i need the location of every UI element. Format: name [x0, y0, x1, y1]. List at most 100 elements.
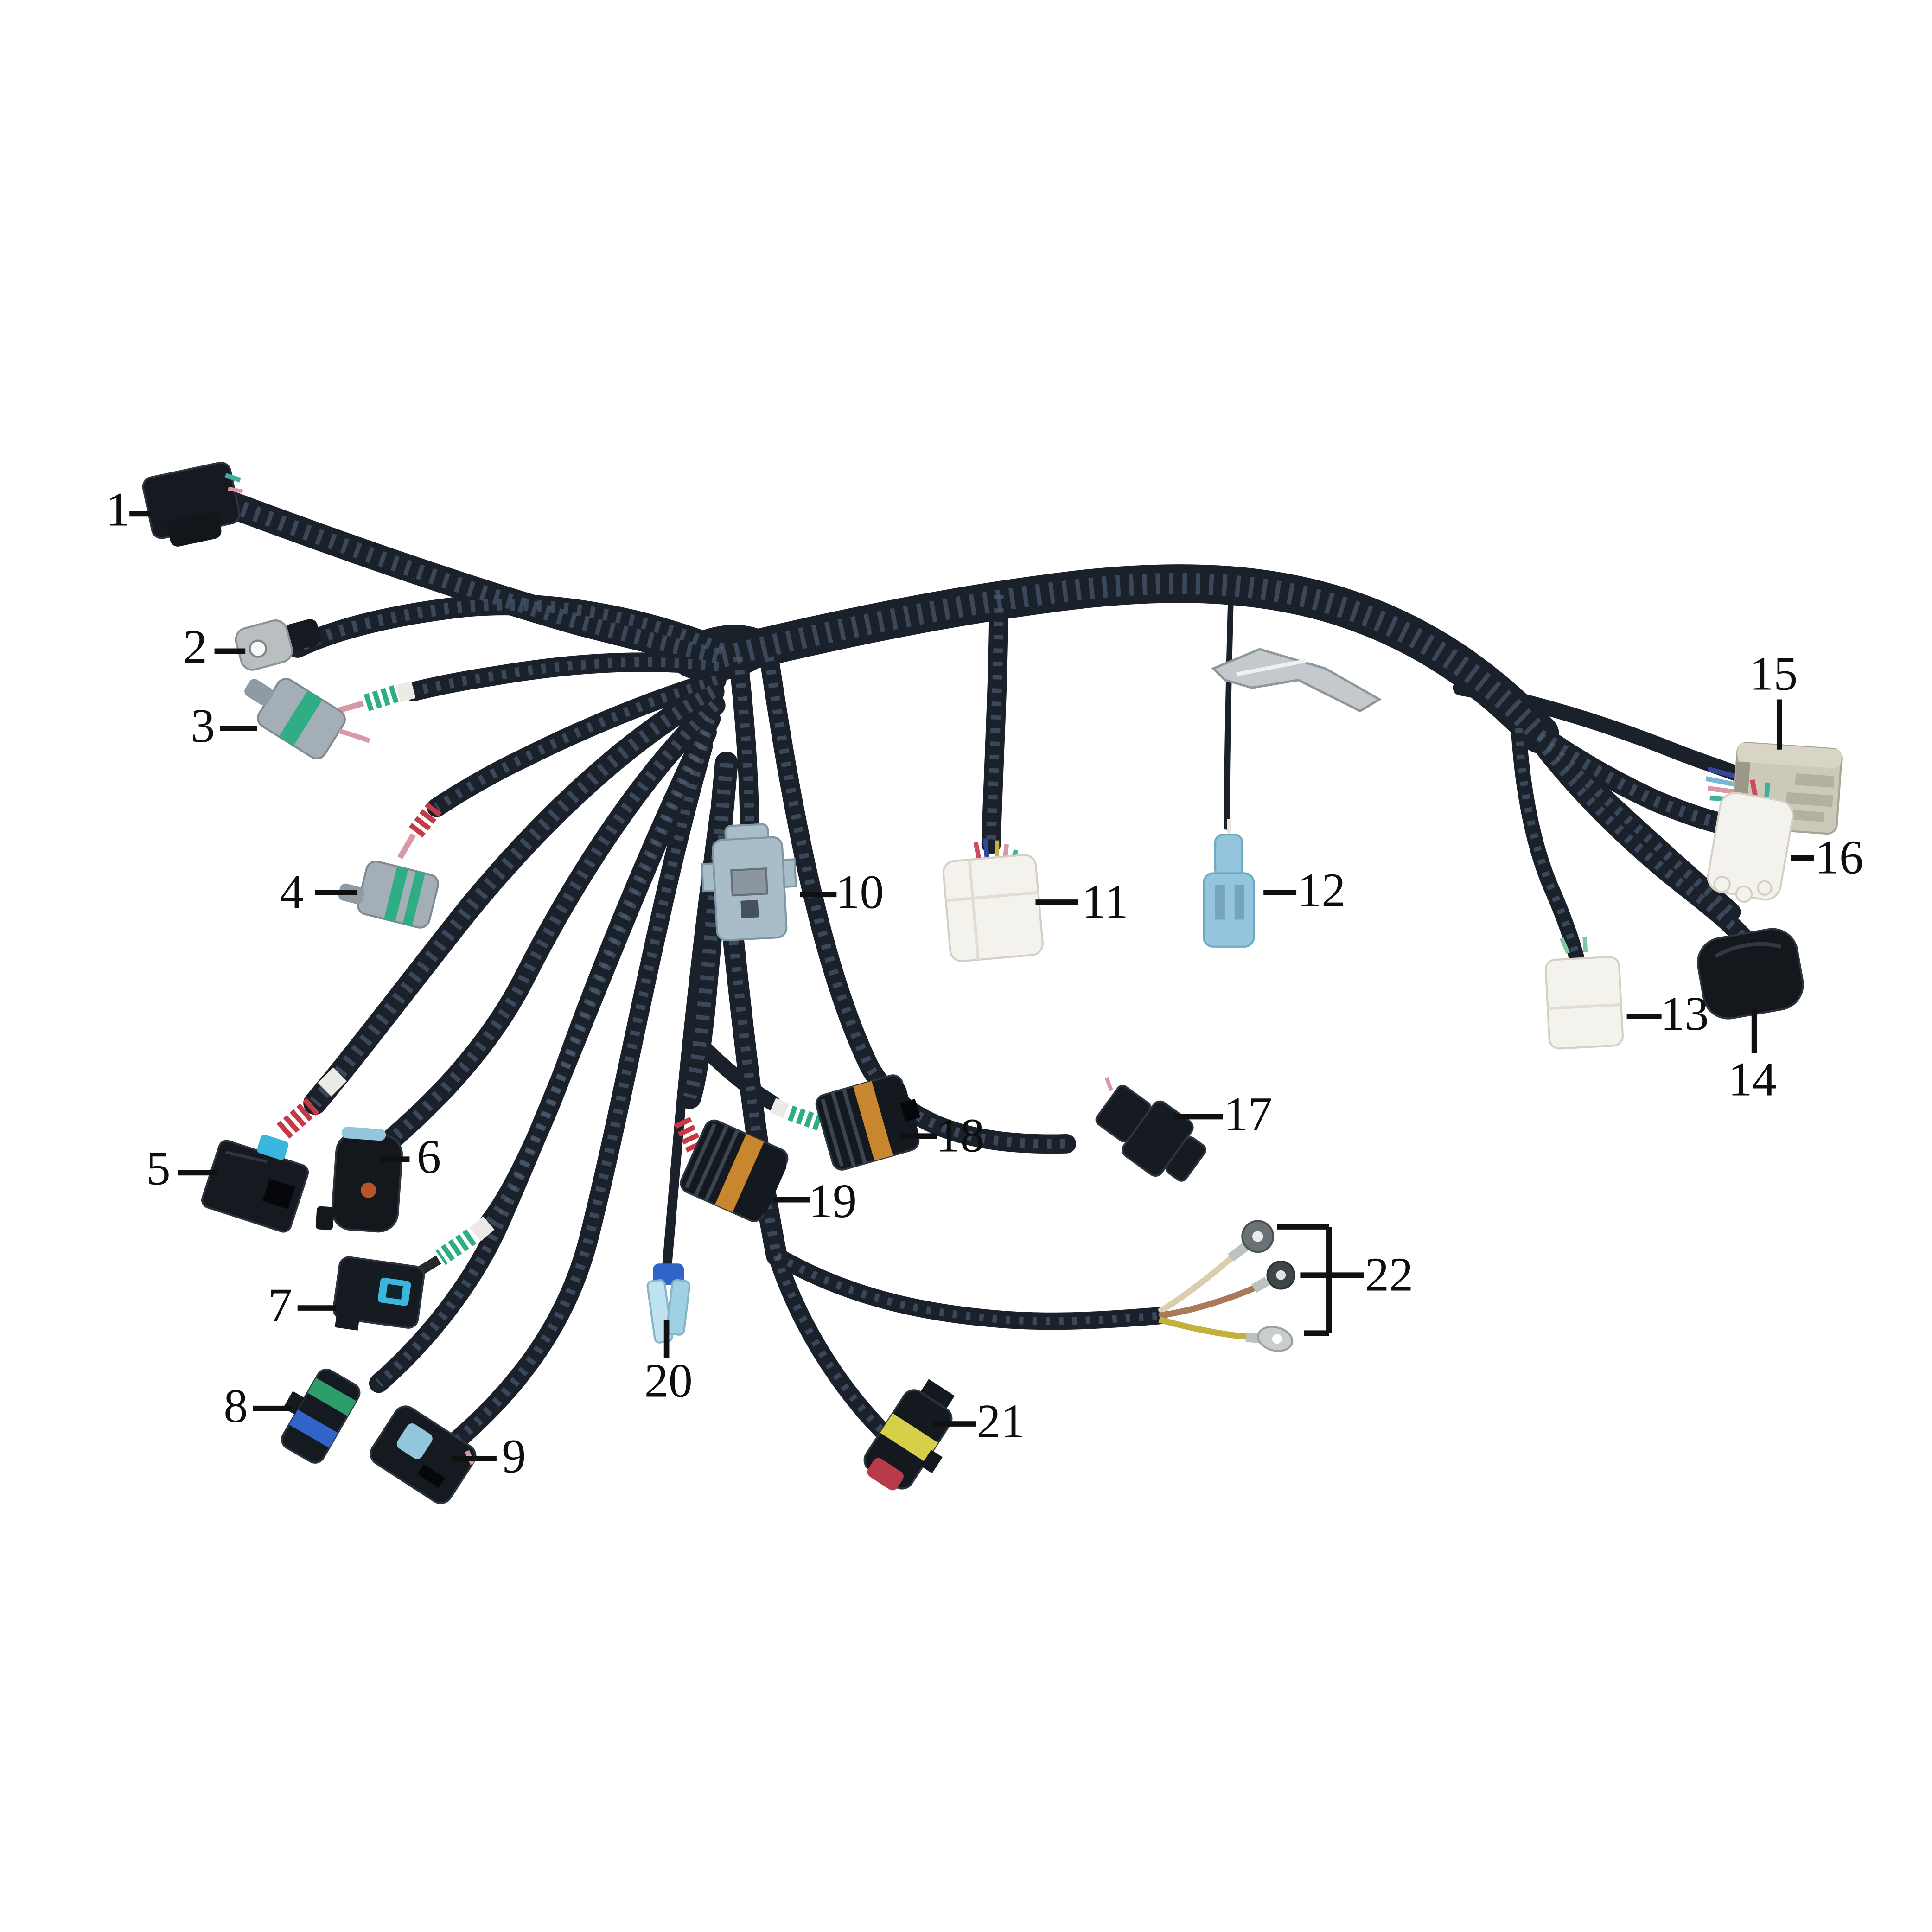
blade — [665, 1279, 691, 1336]
part-label-12: 12 — [1297, 863, 1345, 917]
body — [1544, 956, 1624, 1050]
harness-tubes — [216, 491, 1755, 1451]
part-label-10: 10 — [835, 865, 884, 918]
leader-lines — [129, 511, 1814, 1461]
connector-14 — [1696, 928, 1804, 1020]
item-22-ring-terminals — [1157, 1220, 1295, 1352]
slot-1 — [1215, 885, 1225, 920]
red-tip — [867, 1458, 904, 1491]
slot — [740, 899, 759, 918]
wire-red — [1750, 779, 1758, 797]
highlight — [1715, 942, 1782, 958]
wire-yellow — [1158, 1316, 1250, 1340]
rib — [764, 656, 1067, 1149]
tube-to-conn6 — [376, 695, 726, 1154]
rib — [310, 685, 716, 1108]
wire-teal — [1764, 782, 1770, 798]
connector-18 — [815, 1074, 920, 1171]
connector-8 — [281, 1368, 361, 1464]
part-label-19: 19 — [809, 1174, 857, 1228]
part-label-6: 6 — [417, 1129, 441, 1183]
seam — [1548, 1003, 1621, 1010]
red-coil-branch4 — [408, 802, 442, 838]
neck — [919, 1379, 955, 1411]
connector-9 — [370, 1405, 477, 1505]
rib — [1514, 728, 1582, 967]
tube-to-conn11 — [981, 585, 1009, 854]
part-label-16: 16 — [1815, 830, 1863, 884]
cap — [738, 1152, 787, 1214]
rib — [1536, 733, 1734, 916]
part-label-2: 2 — [183, 619, 207, 673]
wing-right — [782, 858, 797, 888]
connector-1 — [142, 461, 243, 547]
green-sleeve-branch18 — [787, 1105, 826, 1132]
rib — [733, 656, 755, 842]
green-band — [279, 690, 323, 746]
white-tape-branch5 — [318, 1067, 347, 1097]
part-label-1: 1 — [106, 482, 130, 536]
part-label-11: 11 — [1082, 874, 1128, 928]
ribs — [684, 1123, 740, 1202]
ferrule-2 — [1251, 1276, 1270, 1293]
part-label-15: 15 — [1749, 647, 1798, 701]
part-label-18: 18 — [936, 1109, 984, 1162]
part-label-3: 3 — [191, 699, 215, 752]
ring-hole — [249, 639, 267, 658]
body — [1696, 928, 1804, 1020]
connector-3 — [244, 678, 370, 759]
white-tape-branch18 — [770, 1098, 790, 1118]
rib — [412, 657, 720, 696]
slot-3 — [1792, 810, 1824, 822]
cap — [875, 1083, 919, 1145]
tube-to-conn21 — [768, 1247, 894, 1442]
wing-left — [701, 862, 716, 893]
slot-2 — [1234, 885, 1244, 920]
red-coil-branch19 — [674, 1116, 704, 1154]
connector-11 — [942, 854, 1044, 963]
green-sleeve-branch3 — [362, 685, 399, 712]
connector-13 — [1544, 937, 1624, 1050]
latch-slot — [386, 1284, 403, 1300]
connector-19 — [680, 1119, 789, 1222]
connector-16 — [1707, 779, 1794, 903]
cyan-latch — [257, 1135, 289, 1160]
part-label-5: 5 — [147, 1141, 171, 1195]
orange-band — [853, 1081, 893, 1161]
part-labels: 1 2 3 4 5 6 7 8 9 10 11 12 13 14 15 16 1… — [106, 482, 1863, 1483]
blue-edge — [341, 1127, 386, 1141]
orange-dot — [361, 1182, 376, 1198]
wire-tan — [1157, 1248, 1243, 1315]
ring-1-hole — [1252, 1231, 1263, 1242]
body — [942, 854, 1044, 963]
slot-2 — [1786, 792, 1833, 807]
pin — [244, 679, 274, 706]
tab — [920, 1449, 943, 1473]
bump-3 — [1757, 880, 1773, 896]
wire-navy — [1707, 766, 1738, 779]
pink-wire-branch4 — [397, 833, 416, 860]
part-label-14: 14 — [1728, 1052, 1776, 1106]
green-band-1 — [384, 866, 408, 922]
bracket-blade — [1211, 648, 1382, 713]
part-label-17: 17 — [1224, 1087, 1272, 1141]
connector-7 — [332, 1256, 425, 1331]
sheath — [283, 619, 321, 651]
spade-2 — [665, 1279, 691, 1336]
tube-to-conn2 — [287, 594, 733, 660]
slot — [417, 1464, 445, 1488]
slot-1 — [1795, 773, 1835, 788]
rear — [1165, 1136, 1206, 1182]
opening — [262, 1179, 296, 1210]
rib — [1542, 746, 1748, 943]
tab — [335, 1314, 360, 1331]
wire-lightblue — [1705, 776, 1735, 787]
part-label-22: 22 — [1365, 1248, 1413, 1301]
body — [1202, 872, 1255, 948]
red-coil-branch5 — [275, 1097, 319, 1140]
connectors — [142, 461, 1843, 1505]
body — [201, 1140, 309, 1233]
wire-brown — [1159, 1282, 1263, 1319]
ring-3-hole — [1272, 1334, 1282, 1344]
connector-5 — [201, 1135, 309, 1233]
